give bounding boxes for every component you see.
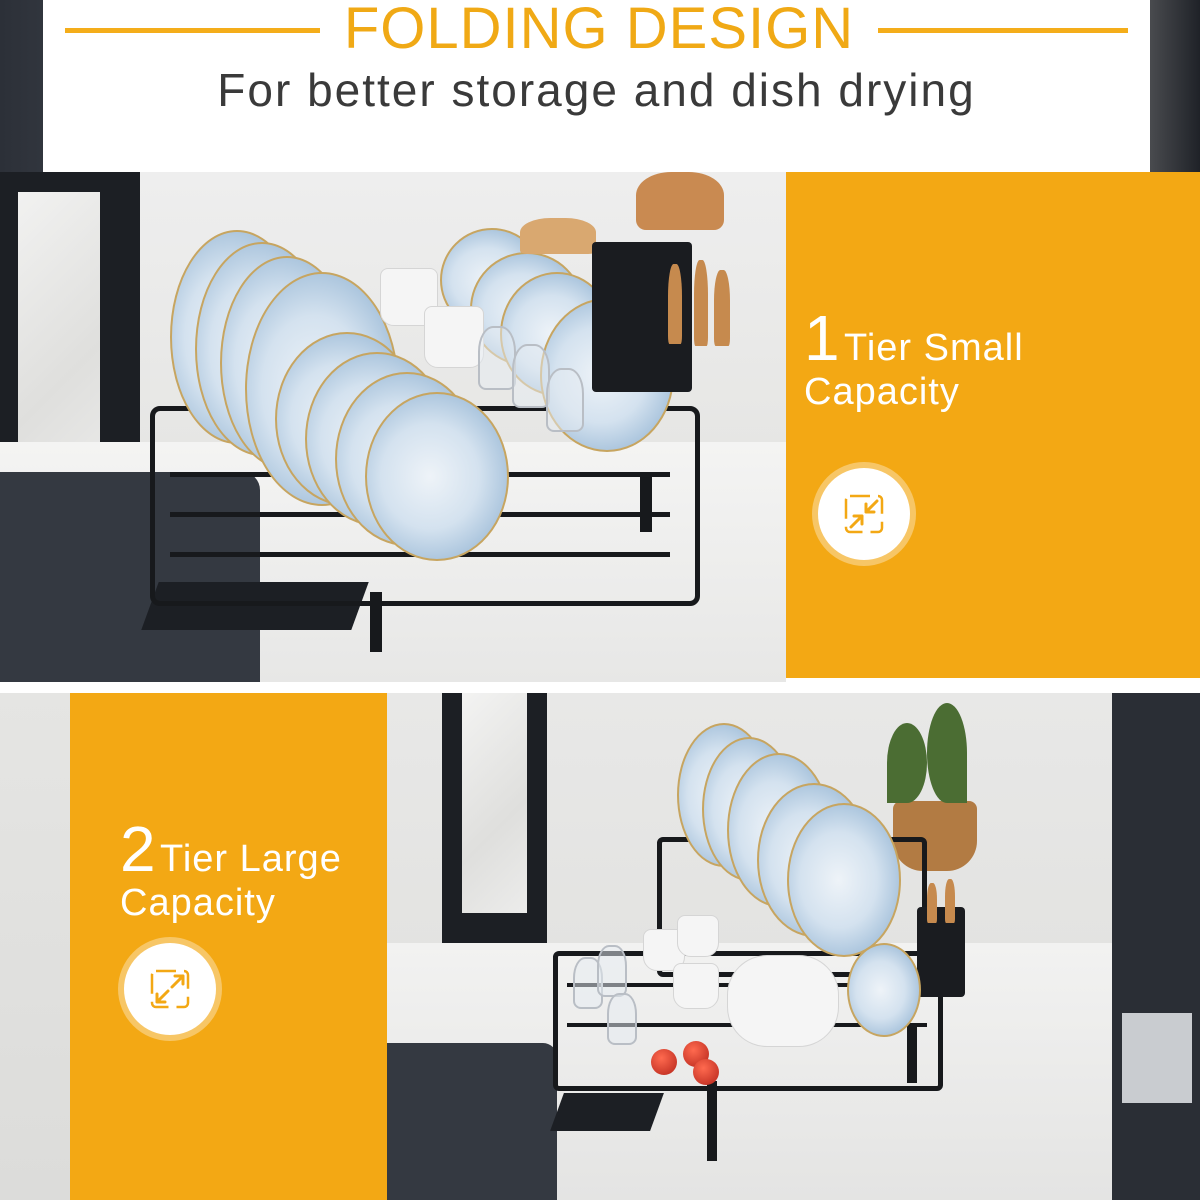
- wine-glass: [597, 945, 627, 997]
- knife-block: [520, 218, 596, 254]
- rack-leg: [640, 472, 652, 532]
- wine-glass: [607, 993, 637, 1045]
- photo-two-tier-rack: [387, 693, 1200, 1200]
- wine-glass: [478, 326, 516, 390]
- cup: [673, 963, 719, 1009]
- plant-leaves: [927, 703, 967, 803]
- plate: [787, 803, 901, 957]
- wooden-spoon: [927, 883, 937, 923]
- compress-arrows-icon: [818, 468, 910, 560]
- tier-size-text: Tier Large: [160, 838, 342, 880]
- apple: [651, 1049, 677, 1075]
- sink-basin: [0, 472, 260, 682]
- cup: [677, 915, 719, 957]
- expand-arrows-icon: [124, 943, 216, 1035]
- photo-one-tier-rack: [0, 172, 786, 682]
- page-title: FOLDING DESIGN: [343, 0, 855, 61]
- wine-glass: [546, 368, 584, 432]
- sink-basin: [387, 1043, 557, 1200]
- one-tier-info-panel: 1 Tier Small Capacity: [786, 172, 1200, 678]
- bowl: [847, 943, 921, 1037]
- appliance-panel: [1122, 1013, 1192, 1103]
- tier-count: 1: [804, 302, 840, 374]
- window-glass: [462, 693, 527, 913]
- window-mullion: [0, 172, 18, 512]
- wooden-spatula: [945, 879, 955, 923]
- wine-glass: [512, 344, 550, 408]
- dish-rack-lower-tier: [553, 951, 943, 1091]
- two-tier-info-panel: 2 Tier Large Capacity: [70, 693, 387, 1200]
- clay-pot: [636, 172, 724, 230]
- drain-spout: [550, 1093, 664, 1131]
- wooden-spatula: [714, 270, 730, 346]
- tier-count: 2: [120, 813, 156, 885]
- rack-leg: [907, 1023, 917, 1083]
- section-divider: [0, 682, 1200, 693]
- plant-pot: [893, 801, 977, 871]
- two-tier-label: 2 Tier Large Capacity: [120, 817, 342, 925]
- wooden-spoon: [668, 264, 682, 344]
- title-rule-right: [878, 28, 1128, 33]
- apple: [693, 1059, 719, 1085]
- cup: [424, 306, 484, 368]
- capacity-text: Capacity: [120, 882, 276, 924]
- photo-strip-left: [0, 693, 70, 1200]
- wooden-spoon: [694, 260, 708, 346]
- page-subtitle: For better storage and dish drying: [217, 64, 976, 116]
- one-tier-label: 1 Tier Small Capacity: [804, 306, 1024, 414]
- tier-size-text: Tier Small: [844, 327, 1024, 369]
- title-rule-left: [65, 28, 320, 33]
- rack-leg: [707, 1081, 717, 1161]
- cabinet-side: [1112, 693, 1200, 1200]
- plate: [365, 392, 509, 561]
- capacity-text: Capacity: [804, 371, 960, 413]
- utensil-holder: [917, 907, 965, 997]
- rack-leg: [370, 592, 382, 652]
- lidded-pot: [727, 955, 839, 1047]
- plant-leaves: [887, 723, 927, 803]
